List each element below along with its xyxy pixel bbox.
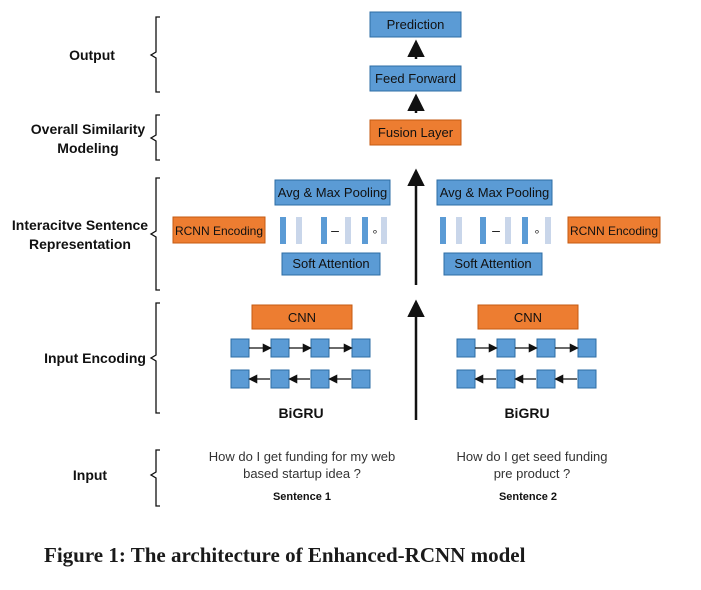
right-fwd-cell-3 (536, 338, 556, 358)
left-bar-3 (321, 217, 327, 244)
stage-label-similarity-2: Modeling (57, 140, 118, 156)
right-bwd-cell-2 (496, 369, 516, 389)
left-attention-label: Soft Attention (292, 256, 369, 271)
fusion-layer-label: Fusion Layer (378, 125, 454, 140)
right-encoding: CNN BiGRU (456, 304, 597, 421)
right-bigru-label: BiGRU (504, 405, 549, 421)
stage-label-similarity-1: Overall Similarity (31, 121, 146, 137)
left-hadamard-op: ∘ (372, 226, 379, 238)
left-bar-5 (362, 217, 368, 244)
left-bwd-cell-2 (270, 369, 290, 389)
left-rcnn-label: RCNN Encoding (175, 224, 263, 238)
stage-label-output: Output (69, 47, 115, 63)
left-fwd-cell-1 (230, 338, 250, 358)
left-encoding: CNN BiGRU (230, 304, 371, 421)
right-minus-op: – (492, 222, 500, 238)
output-path: Prediction Feed Forward Fusion Layer (369, 11, 462, 420)
right-bwd-cell-1 (456, 369, 476, 389)
bracket-output (149, 16, 160, 93)
left-bwd-cell-4 (351, 369, 371, 389)
right-attention-box (443, 252, 543, 276)
right-pooling-box (436, 179, 553, 206)
right-bar-1 (440, 217, 446, 244)
left-pooling-box (274, 179, 391, 206)
stage-label-interactive-1: Interacitve Sentence (12, 217, 148, 233)
right-interactive: Avg & Max Pooling – ∘ RCNN Encoding Soft… (436, 179, 661, 276)
right-pooling-label: Avg & Max Pooling (440, 185, 550, 200)
left-rcnn-box (172, 216, 266, 244)
stage-label-interactive-2: Representation (29, 236, 131, 252)
right-cnn-label: CNN (514, 310, 542, 325)
right-bar-2 (456, 217, 462, 244)
stage-label-input: Input (73, 467, 108, 483)
right-bar-5 (522, 217, 528, 244)
right-attention-label: Soft Attention (454, 256, 531, 271)
feed-forward-box (369, 65, 462, 92)
prediction-label: Prediction (387, 17, 445, 32)
left-bwd-cell-1 (230, 369, 250, 389)
left-sentence-label: Sentence 1 (273, 491, 331, 503)
bracket-similarity (149, 114, 160, 161)
right-rcnn-box (567, 216, 661, 244)
left-minus-op: – (331, 222, 339, 238)
right-bwd-cell-3 (536, 369, 556, 389)
fusion-layer-box (369, 119, 462, 146)
left-pooling-label: Avg & Max Pooling (278, 185, 388, 200)
bracket-encoding (149, 302, 160, 414)
right-sentence-label: Sentence 2 (499, 491, 557, 503)
left-bigru-label: BiGRU (278, 405, 323, 421)
right-fwd-cell-4 (577, 338, 597, 358)
right-rcnn-label: RCNN Encoding (570, 224, 658, 238)
stage-label-encoding: Input Encoding (44, 350, 146, 366)
right-bar-6 (545, 217, 551, 244)
left-bar-2 (296, 217, 302, 244)
left-fwd-cell-3 (310, 338, 330, 358)
right-hadamard-op: ∘ (534, 226, 541, 238)
right-cnn-box (477, 304, 579, 330)
left-fwd-cell-4 (351, 338, 371, 358)
left-bwd-cell-3 (310, 369, 330, 389)
prediction-box (369, 11, 462, 38)
left-cnn-label: CNN (288, 310, 316, 325)
right-sentence-line-2: pre product ? (494, 466, 571, 481)
left-bar-4 (345, 217, 351, 244)
figure-caption: Figure 1: The architecture of Enhanced-R… (44, 543, 526, 567)
bracket-input (149, 449, 160, 507)
right-bar-4 (505, 217, 511, 244)
left-sentence-line-2: based startup idea ? (243, 466, 361, 481)
right-fwd-cell-2 (496, 338, 516, 358)
left-sentence-line-1: How do I get funding for my web (209, 449, 395, 464)
feed-forward-label: Feed Forward (375, 71, 456, 86)
stage-labels: Output Overall Similarity Modeling Inter… (12, 16, 160, 507)
left-interactive: Avg & Max Pooling RCNN Encoding – ∘ Soft… (172, 179, 391, 276)
left-cnn-box (251, 304, 353, 330)
left-fwd-cell-2 (270, 338, 290, 358)
left-bar-1 (280, 217, 286, 244)
input-sentences: How do I get funding for my web based st… (209, 449, 608, 503)
right-bwd-cell-4 (577, 369, 597, 389)
left-bar-6 (381, 217, 387, 244)
left-attention-box (281, 252, 381, 276)
bracket-interactive (149, 177, 160, 291)
right-fwd-cell-1 (456, 338, 476, 358)
right-sentence-line-1: How do I get seed funding (456, 449, 607, 464)
right-bar-3 (480, 217, 486, 244)
